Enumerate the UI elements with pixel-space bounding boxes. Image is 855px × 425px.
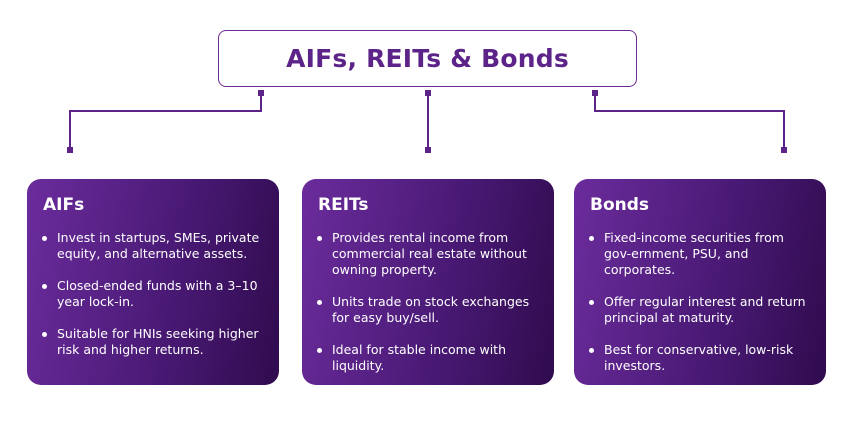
card-title: AIFs (43, 195, 85, 215)
list-item: Units trade on stock exchanges for easy … (317, 294, 540, 326)
connector-node (592, 90, 598, 96)
card-title: REITs (318, 195, 369, 215)
bullet-icon (589, 348, 594, 353)
connector-node (67, 147, 73, 153)
bullet-icon (317, 348, 322, 353)
connector-right (594, 93, 785, 150)
list-item: Best for conservative, low-risk investor… (589, 342, 812, 374)
bullet-icon (317, 300, 322, 305)
bullet-icon (589, 236, 594, 241)
list-item: Closed-ended funds with a 3–10 year lock… (42, 278, 265, 310)
connector-node (781, 147, 787, 153)
list-item: Provides rental income from commercial r… (317, 230, 540, 278)
connector-node (258, 90, 264, 96)
connector-node (425, 147, 431, 153)
bullet-icon (317, 236, 322, 241)
list-item: Invest in startups, SMEs, private equity… (42, 230, 265, 262)
title-box: AIFs, REITs & Bonds (218, 30, 637, 87)
list-item: Ideal for stable income with liquidity. (317, 342, 540, 374)
list-item: Offer regular interest and return princi… (589, 294, 812, 326)
bullet-list: Invest in startups, SMEs, private equity… (42, 230, 265, 358)
card-reits: REITs Provides rental income from commer… (302, 179, 554, 385)
card-aifs: AIFs Invest in startups, SMEs, private e… (27, 179, 279, 385)
bullet-icon (589, 300, 594, 305)
bullet-list: Fixed-income securities from gov-ernment… (589, 230, 812, 374)
card-title: Bonds (590, 195, 650, 215)
bullet-list: Provides rental income from commercial r… (317, 230, 540, 374)
list-item: Fixed-income securities from gov-ernment… (589, 230, 812, 278)
bullet-icon (42, 284, 47, 289)
diagram-title: AIFs, REITs & Bonds (286, 44, 569, 73)
list-item: Suitable for HNIs seeking higher risk an… (42, 326, 265, 358)
connector-left (69, 93, 262, 150)
connector-node (425, 90, 431, 96)
bullet-icon (42, 236, 47, 241)
card-bonds: Bonds Fixed-income securities from gov-e… (574, 179, 826, 385)
bullet-icon (42, 332, 47, 337)
